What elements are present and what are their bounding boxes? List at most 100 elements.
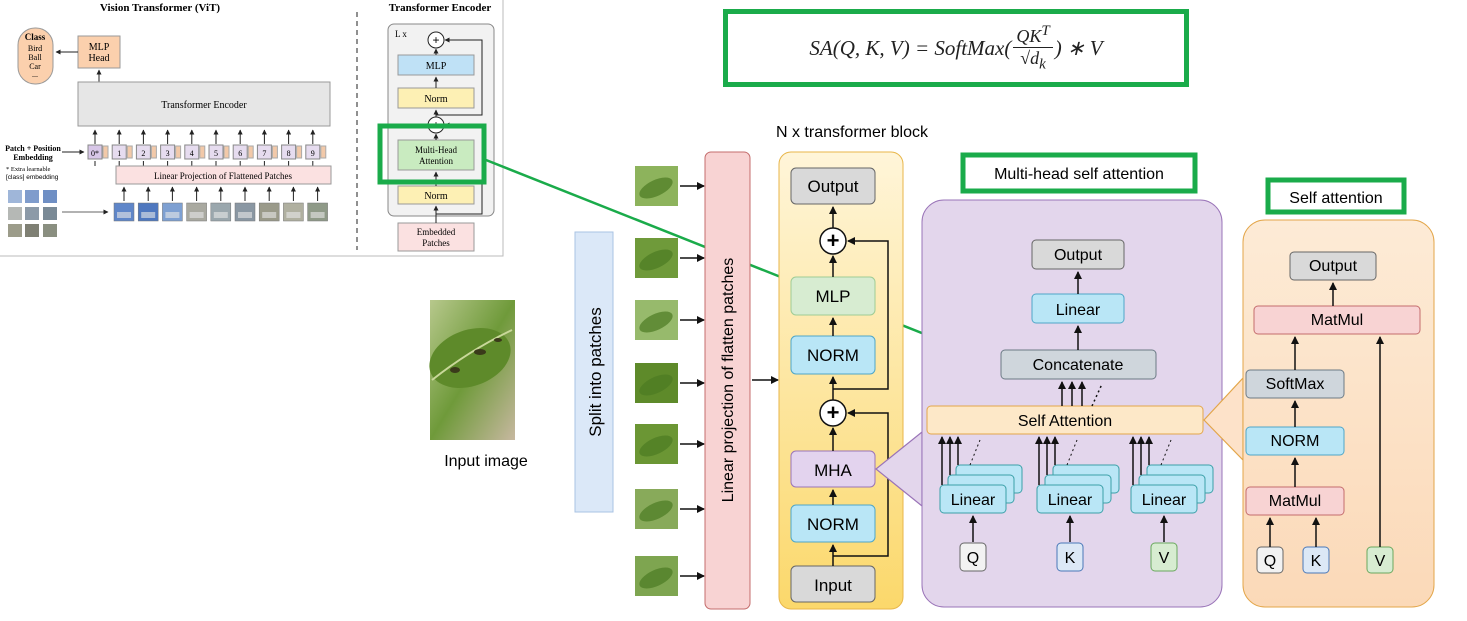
vit-token: 1 [111,129,133,166]
class-title: Class [25,32,46,42]
svg-text:MLP: MLP [816,287,851,306]
formula-lhs: SA(Q, K, V) = SoftMax( [809,35,1012,60]
sa-matmul-bottom: MatMul [1245,486,1345,516]
svg-text:SoftMax: SoftMax [1266,376,1325,393]
vit-token-label: 9 [311,149,315,158]
encoder-mha-label: Multi-Head [415,145,457,155]
vit-patch-row [113,186,328,222]
mhsa-title: Multi-head self attention [994,166,1164,183]
vit-token-label: 2 [141,149,145,158]
vit-token-label: 0* [91,149,99,158]
formula-numerator: QK [1016,25,1042,46]
vit-patch [186,186,207,222]
image-patch [635,363,705,403]
vit-title: Vision Transformer (ViT) [100,2,221,14]
block-norm-bottom: NORM [790,504,876,543]
block-title: N x transformer block [776,124,929,141]
mhsa-input-label: V [1159,550,1170,567]
formula-denominator: √d [1020,47,1040,68]
mhsa-input-label: Q [967,550,979,567]
svg-text:MatMul: MatMul [1269,493,1321,510]
sa-input-k: K [1302,546,1330,574]
svg-text:Linear: Linear [1056,302,1101,319]
vit-token: 2 [135,129,157,166]
block-add-top: + [819,227,847,255]
svg-text:Concatenate: Concatenate [1033,357,1124,374]
svg-text:K: K [1311,553,1322,570]
patch-embedding-label: Patch + Position [5,144,61,153]
mlp-head-label: MLP [89,42,110,53]
block-mha: MHA [790,450,876,488]
svg-text:Output: Output [1309,258,1358,275]
extra-note: [class] embedding [6,174,59,181]
patch-embedding-label: Embedding [13,153,53,162]
vit-encoder-label: Transformer Encoder [161,100,247,111]
vit-token: 4 [184,129,206,166]
vit-patch [283,186,304,222]
formula-transpose: T [1041,22,1050,39]
svg-text:Input: Input [814,576,852,595]
vit-token: 3 [160,129,182,166]
vit-token: 9 [305,129,327,166]
embedded-patches-label: Embedded [417,227,456,237]
input-image [429,300,515,440]
mha-highlight [377,123,487,185]
linear-projection-bar [704,151,751,610]
svg-text:Output: Output [807,177,858,196]
vit-linear-projection [115,165,332,185]
vit-patch [162,186,183,222]
image-patch [635,556,705,596]
vit-token-label: 8 [287,149,291,158]
svg-text:MatMul: MatMul [1311,312,1363,329]
formula-fraction: QKT √dk [1013,22,1053,74]
linear-projection-label: Linear projection of flatten patches [720,258,737,503]
vit-token-label: 7 [262,149,266,158]
svg-text:Output: Output [1054,247,1103,264]
vit-token: 5 [208,129,230,166]
encoder-panel-title: Transformer Encoder [389,2,492,14]
head-linear-label: Linear [1048,492,1093,509]
vit-token-label: 6 [238,149,242,158]
sa-matmul-top: MatMul [1253,305,1421,335]
class-item: Car [29,62,41,71]
head-linear-label: Linear [951,492,996,509]
mlp-head-label: Head [88,53,109,64]
image-patch [635,238,705,278]
vit-token-label: 4 [190,149,194,158]
vit-patch [113,186,135,222]
vit-figure: Vision Transformer (ViT) Class Bird Ball… [0,0,504,257]
add-icon: + [827,228,840,253]
encoder-mlp-label: MLP [426,61,447,72]
sa-arrows [1266,282,1384,547]
block-arrows [829,206,889,566]
mhsa-input-q: Q [959,542,987,572]
image-patch [635,166,705,206]
sa-input-q: Q [1256,546,1284,574]
embedded-patches-label: Patches [422,238,450,248]
svg-text:NORM: NORM [807,515,859,534]
svg-text:Self Attention: Self Attention [1018,413,1112,430]
vit-token: 0* [87,129,109,166]
extra-note: * Extra learnable [6,166,51,173]
patch-column [635,166,705,596]
block-output: Output [790,167,876,205]
mhsa-linear: Linear [1031,293,1125,324]
add-icon: + [827,400,840,425]
vit-token-label: 3 [166,149,170,158]
split-patches-bar [574,231,614,513]
encoder-repeat: L x [395,29,407,39]
image-patch [635,424,705,464]
mhsa-title-box [960,152,1198,194]
add-icon: + [432,33,439,47]
formula-rhs: ) ∗ V [1054,35,1103,60]
encoder-mha [397,139,475,171]
svg-text:NORM: NORM [1271,433,1320,450]
formula-subscript: k [1039,56,1046,73]
mhsa-input-k: K [1056,542,1084,572]
image-patch [635,489,705,529]
